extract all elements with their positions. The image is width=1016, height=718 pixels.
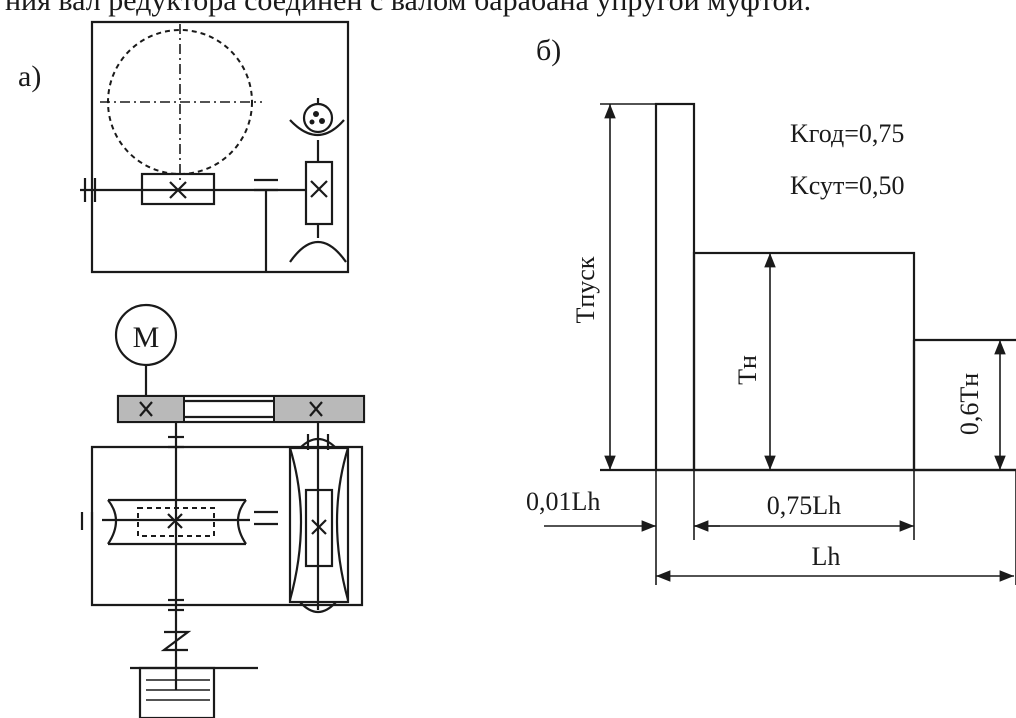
t-reduced-label: 0,6Tн: [955, 373, 984, 435]
drum-circle-dashed: [100, 24, 262, 184]
t-start-label: Tпуск: [571, 256, 600, 323]
dim-t-start: Tпуск: [571, 103, 656, 470]
panel-b-load-diagram: б) Kгод=0,75 Kсут=0,50 Tпуск Tн 0,6Tн: [526, 34, 1016, 585]
dim-total-time: Lh: [656, 542, 1014, 582]
t-nominal-label: Tн: [733, 355, 762, 385]
belt-drive: [116, 394, 366, 424]
motor: М: [114, 303, 178, 398]
dim-total-label: Lh: [812, 542, 841, 571]
top-shaft-gear: [80, 172, 306, 272]
reducer-housing: [80, 422, 364, 690]
k-year-text: Kгод=0,75: [790, 119, 904, 148]
panel-a-label: а): [18, 60, 41, 93]
top-view-frame: [90, 20, 350, 274]
bar-start-torque: [654, 102, 696, 472]
k-day-text: Kсут=0,50: [790, 171, 905, 200]
coupling-and-drum: [130, 630, 258, 718]
panel-a-kinematic-scheme: а): [18, 20, 366, 718]
dim-start-time: 0,01Lh: [526, 487, 720, 532]
header-text: ния вал редуктора соединен с валом бараб…: [5, 0, 811, 17]
dim-main-label: 0,75Lh: [767, 491, 841, 520]
panel-b-label: б): [536, 34, 561, 67]
motor-label: М: [133, 321, 160, 354]
dim-t-nominal: Tн: [733, 252, 776, 470]
dim-t-reduced: 0,6Tн: [955, 340, 1006, 470]
dim-main-time: 0,75Lh: [694, 491, 914, 532]
load-profile: [600, 102, 1016, 472]
bar-nominal-torque: [692, 251, 916, 472]
dim-start-label: 0,01Lh: [526, 487, 600, 516]
worm-wheel-unit: [289, 98, 347, 263]
